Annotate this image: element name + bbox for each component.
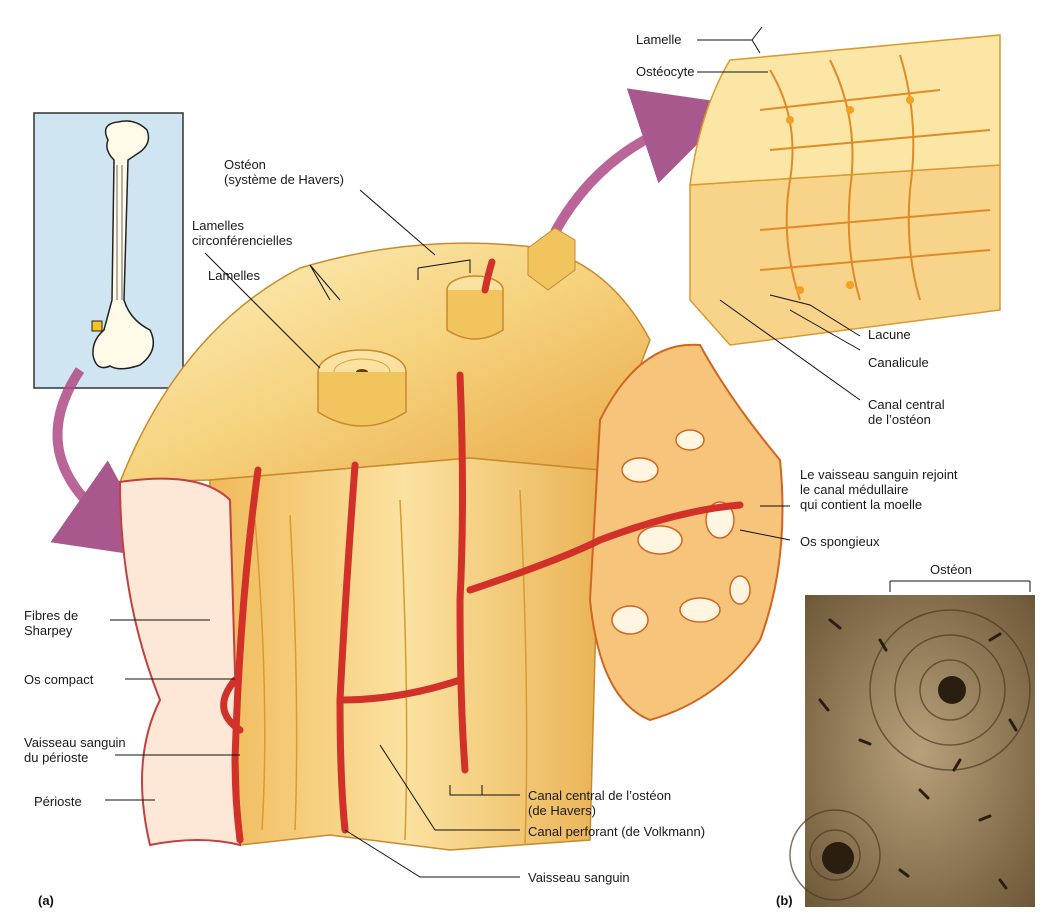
label-lacune: Lacune (868, 327, 911, 342)
label-canal-havers-2: (de Havers) (528, 803, 671, 818)
label-canal-central-2: de l’ostéon (868, 412, 945, 427)
label-os-compact: Os compact (24, 672, 93, 687)
label-canal-havers: Canal central de l’ostéon (de Havers) (528, 788, 671, 818)
label-fibres-sharpey: Fibres de Sharpey (24, 608, 78, 638)
label-lamelle: Lamelle (636, 32, 682, 47)
label-perioste: Périoste (34, 794, 82, 809)
label-canal-havers-1: Canal central de l’ostéon (528, 788, 671, 803)
label-vaisseau-sanguin: Vaisseau sanguin (528, 870, 630, 885)
label-canal-central-1: Canal central (868, 397, 945, 412)
label-vaisseau-rejoint-3: qui contient la moelle (800, 497, 958, 512)
label-osteon-title: Ostéon (224, 157, 344, 172)
label-osteon-sub: (système de Havers) (224, 172, 344, 187)
label-osteon-micro: Ostéon (930, 562, 972, 577)
panel-label-b: (b) (776, 893, 793, 908)
label-canal-central: Canal central de l’ostéon (868, 397, 945, 427)
label-canalicule: Canalicule (868, 355, 929, 370)
panel-label-a: (a) (38, 893, 54, 908)
label-vaisseau-rejoint-1: Le vaisseau sanguin rejoint (800, 467, 958, 482)
label-vaisseau-periost-1: Vaisseau sanguin (24, 735, 126, 750)
label-vaisseau-periost-2: du périoste (24, 750, 126, 765)
label-osteocyte: Ostéocyte (636, 64, 695, 79)
label-canal-volkmann: Canal perforant (de Volkmann) (528, 824, 705, 839)
label-vaisseau-periost: Vaisseau sanguin du périoste (24, 735, 126, 765)
label-os-spongieux: Os spongieux (800, 534, 880, 549)
label-fibres-sharpey-1: Fibres de (24, 608, 78, 623)
label-osteon: Ostéon (système de Havers) (224, 157, 344, 187)
label-vaisseau-rejoint-2: le canal médullaire (800, 482, 958, 497)
label-lamelles-circ-2: circonférencielles (192, 233, 292, 248)
bone-inset (34, 113, 183, 388)
bone-block (120, 243, 783, 850)
arrow-to-block (58, 370, 121, 530)
micrograph (790, 595, 1035, 907)
label-vaisseau-rejoint: Le vaisseau sanguin rejoint le canal méd… (800, 467, 958, 512)
label-lamelles: Lamelles (208, 268, 260, 283)
arrow-to-detail (555, 120, 690, 232)
label-lamelles-circ-1: Lamelles (192, 218, 292, 233)
label-lamelles-circ: Lamelles circonférencielles (192, 218, 292, 248)
label-fibres-sharpey-2: Sharpey (24, 623, 78, 638)
